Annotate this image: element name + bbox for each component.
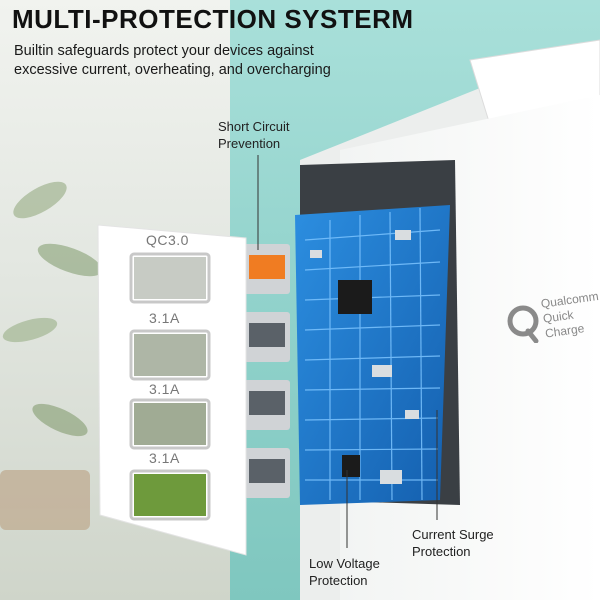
callout-current-surge: Current Surge Protection bbox=[412, 527, 494, 559]
callout-lines bbox=[257, 155, 438, 548]
callout-short-circuit: Short Circuit Prevention bbox=[218, 119, 290, 151]
faceplate-top-label: QC3.0 bbox=[146, 232, 189, 248]
circuit-board bbox=[295, 205, 450, 505]
port-label-3: 3.1A bbox=[149, 450, 180, 466]
plant-decoration bbox=[0, 181, 103, 530]
usb-ports bbox=[244, 244, 290, 498]
callout-low-voltage: Low Voltage Protection bbox=[309, 556, 380, 588]
faceplate bbox=[97, 224, 247, 556]
page-subtitle: Builtin safeguards protect your devices … bbox=[14, 43, 331, 78]
qualcomm-brand-label: Qualcomm Quick Charge bbox=[540, 289, 600, 342]
qualcomm-logo-icon bbox=[507, 305, 539, 343]
page-title: MULTI-PROTECTION SYSTERM bbox=[12, 4, 414, 34]
port-label-1: 3.1A bbox=[149, 310, 180, 326]
port-label-2: 3.1A bbox=[149, 381, 180, 397]
